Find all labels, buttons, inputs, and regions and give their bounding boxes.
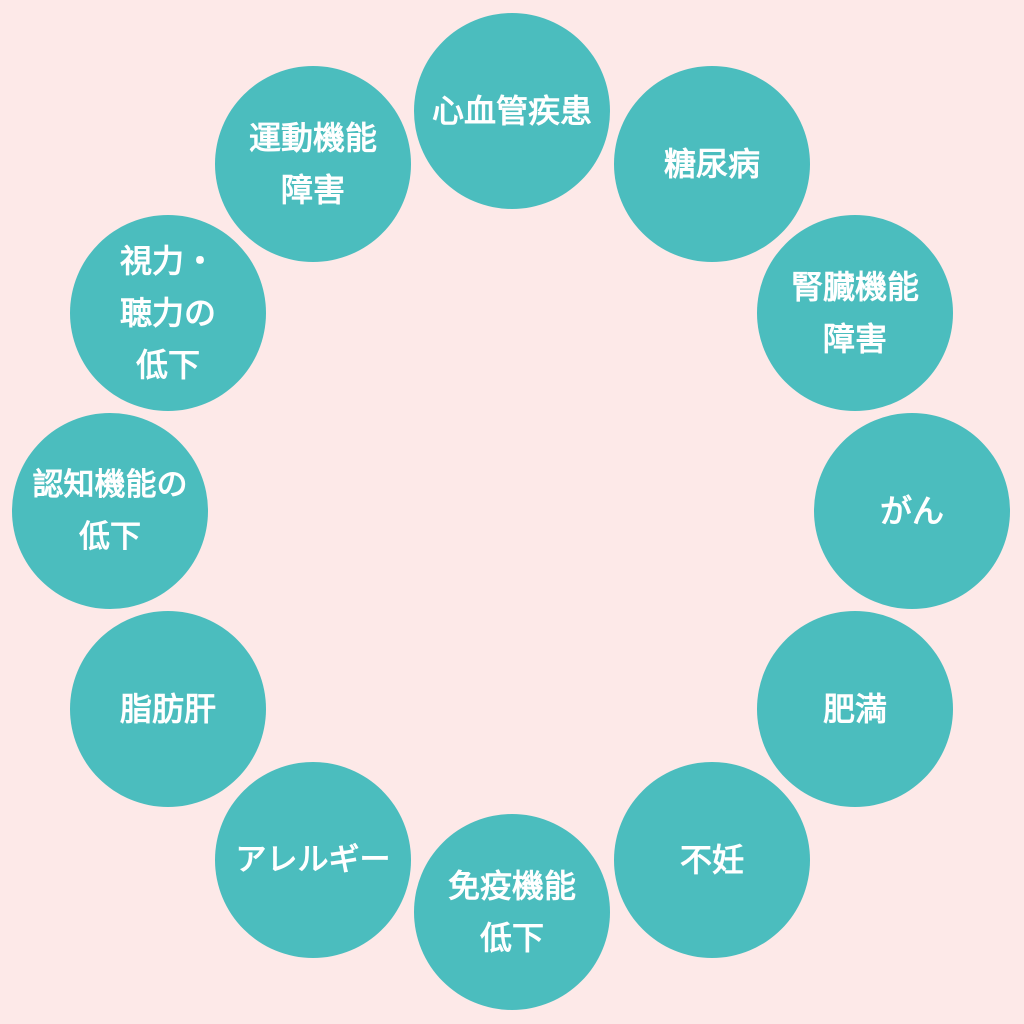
node-label: 腎臓機能 障害	[791, 261, 919, 365]
node-label: 視力・ 聴力の 低下	[120, 235, 216, 391]
node-label-line: 認知機能の	[32, 467, 188, 503]
node-label-line: アレルギー	[235, 842, 391, 878]
node-vision-hearing-decline: 視力・ 聴力の 低下	[70, 215, 266, 411]
node-label-line: 障害	[822, 320, 887, 358]
node-cardiovascular-disease: 心血管疾患	[414, 13, 610, 209]
node-label-line: 低下	[79, 519, 141, 555]
node-label-line: 心血管疾患	[431, 92, 592, 130]
node-label: がん	[880, 485, 944, 537]
node-label-line: 腎臓機能	[790, 268, 919, 306]
node-label-line: がん	[879, 492, 944, 530]
node-label-line: 聴力の	[119, 294, 216, 332]
node-label-line: 不妊	[679, 841, 744, 879]
node-label-line: 運動機能	[248, 119, 377, 157]
node-label-line: 低下	[135, 346, 200, 384]
node-label: 糖尿病	[664, 138, 760, 190]
node-label-line: 脂肪肝	[119, 690, 216, 728]
node-cognitive-decline: 認知機能の 低下	[12, 413, 208, 609]
node-cancer: がん	[814, 413, 1010, 609]
node-label: 肥満	[823, 683, 887, 735]
node-label-line: 免疫機能	[447, 867, 576, 905]
node-immune-decline: 免疫機能 低下	[414, 814, 610, 1010]
node-label: 不妊	[680, 834, 744, 886]
node-kidney-dysfunction: 腎臓機能 障害	[757, 215, 953, 411]
node-motor-dysfunction: 運動機能 障害	[215, 66, 411, 262]
node-label: 心血管疾患	[432, 85, 592, 137]
node-obesity: 肥満	[757, 611, 953, 807]
node-label: 運動機能 障害	[249, 112, 377, 216]
node-diabetes: 糖尿病	[614, 66, 810, 262]
node-label-line: 低下	[479, 919, 544, 957]
node-label: 免疫機能 低下	[448, 860, 576, 964]
node-label-line: 視力・	[119, 242, 216, 280]
node-allergy: アレルギー	[215, 762, 411, 958]
node-label: アレルギー	[236, 834, 391, 886]
node-label-line: 肥満	[822, 690, 887, 728]
node-label: 脂肪肝	[120, 683, 216, 735]
node-infertility: 不妊	[614, 762, 810, 958]
node-fatty-liver: 脂肪肝	[70, 611, 266, 807]
node-label-line: 障害	[280, 171, 345, 209]
node-label-line: 糖尿病	[663, 145, 760, 183]
node-label: 認知機能の 低下	[33, 459, 188, 563]
